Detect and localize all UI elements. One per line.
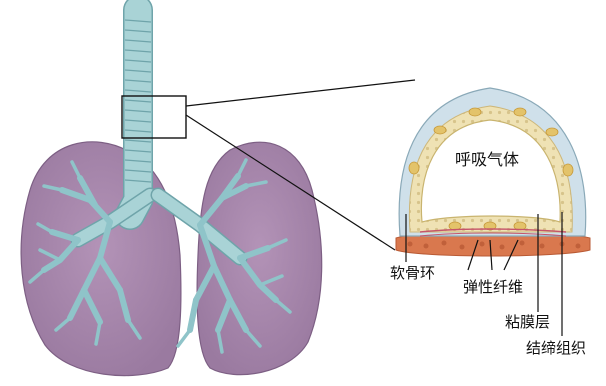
label-mucosa: 粘膜层	[505, 315, 550, 330]
right-lung	[197, 142, 322, 374]
label-connective-tissue: 结缔组织	[526, 341, 586, 356]
connector-line-top	[186, 80, 415, 106]
label-lumen: 呼吸气体	[455, 152, 519, 168]
label-cartilage-ring: 软骨环	[390, 266, 435, 281]
trachea-cross-section	[396, 88, 590, 256]
label-elastic-fiber: 弹性纤维	[463, 280, 523, 295]
